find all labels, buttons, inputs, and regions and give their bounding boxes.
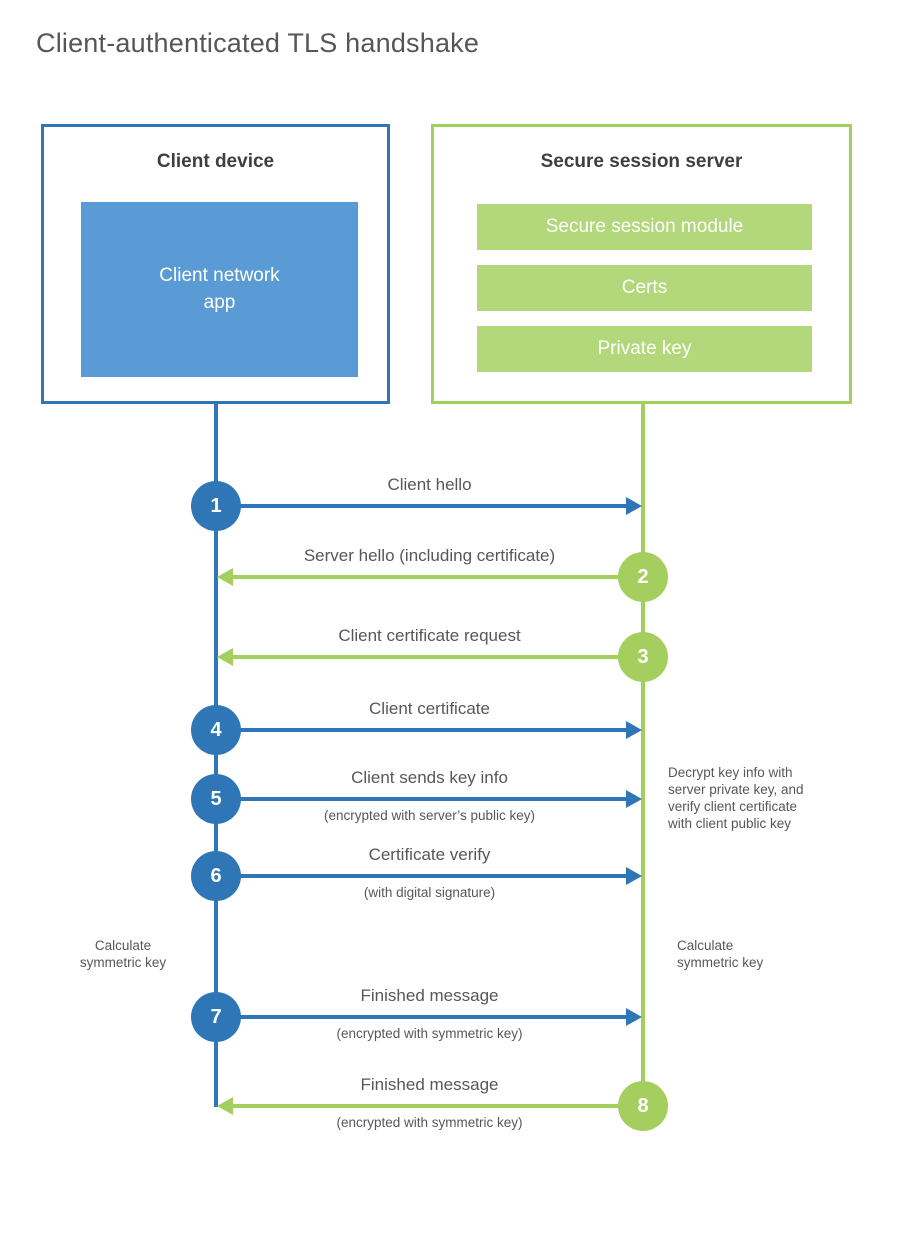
arrow-right-icon	[216, 497, 642, 515]
step-6-label: Certificate verify	[368, 845, 491, 864]
arrow-right-icon	[216, 721, 642, 739]
client-device-box: Client device Client network app	[41, 124, 390, 404]
step-6-sublabel: (with digital signature)	[363, 885, 496, 900]
server-box-title: Secure session server	[540, 151, 743, 172]
step-6-number-badge: 6	[191, 851, 241, 901]
step-1-label: Client hello	[387, 475, 472, 494]
arrow-right-icon	[216, 867, 642, 885]
step-4-number-badge: 4	[191, 705, 241, 755]
arrow-right-icon	[216, 790, 642, 808]
step-8-sublabel: (encrypted with symmetric key)	[336, 1115, 523, 1130]
note-calculate-symmetric-key-server: Calculate symmetric key	[677, 938, 764, 970]
step-1-number-badge: 1	[191, 481, 241, 531]
arrow-left-icon	[217, 568, 643, 586]
step-2-number-badge: 2	[618, 552, 668, 602]
step-8-label: Finished message	[360, 1075, 499, 1094]
server-box: Secure session server Secure session mod…	[431, 124, 852, 404]
step-5-number-badge: 5	[191, 774, 241, 824]
step-7-sublabel: (encrypted with symmetric key)	[336, 1026, 523, 1041]
server-module-secure-session: Secure session module	[477, 204, 812, 250]
server-module-private-key: Private key	[477, 326, 812, 372]
step-8-number-badge: 8	[618, 1081, 668, 1131]
step-2-label: Server hello (including certificate)	[303, 546, 556, 565]
step-4-label: Client certificate	[369, 699, 490, 718]
step-5-sublabel: (encrypted with server’s public key)	[323, 808, 536, 823]
step-7-label: Finished message	[360, 986, 499, 1005]
server-module-certs: Certs	[477, 265, 812, 311]
server-lifeline	[641, 404, 645, 1107]
step-5-label: Client sends key info	[351, 768, 508, 787]
client-lifeline	[214, 404, 218, 1107]
arrow-right-icon	[216, 1008, 642, 1026]
client-device-title: Client device	[156, 151, 275, 172]
step-3-label: Client certificate request	[338, 626, 521, 645]
client-network-app-box: Client network app	[81, 202, 358, 377]
arrow-left-icon	[217, 1097, 643, 1115]
note-calculate-symmetric-key-client: Calculate symmetric key	[79, 938, 167, 970]
page-title: Client-authenticated TLS handshake	[36, 28, 480, 58]
step-3-number-badge: 3	[618, 632, 668, 682]
note-decrypt-key-info: Decrypt key info with server private key…	[668, 765, 804, 831]
arrow-left-icon	[217, 648, 643, 666]
step-7-number-badge: 7	[191, 992, 241, 1042]
